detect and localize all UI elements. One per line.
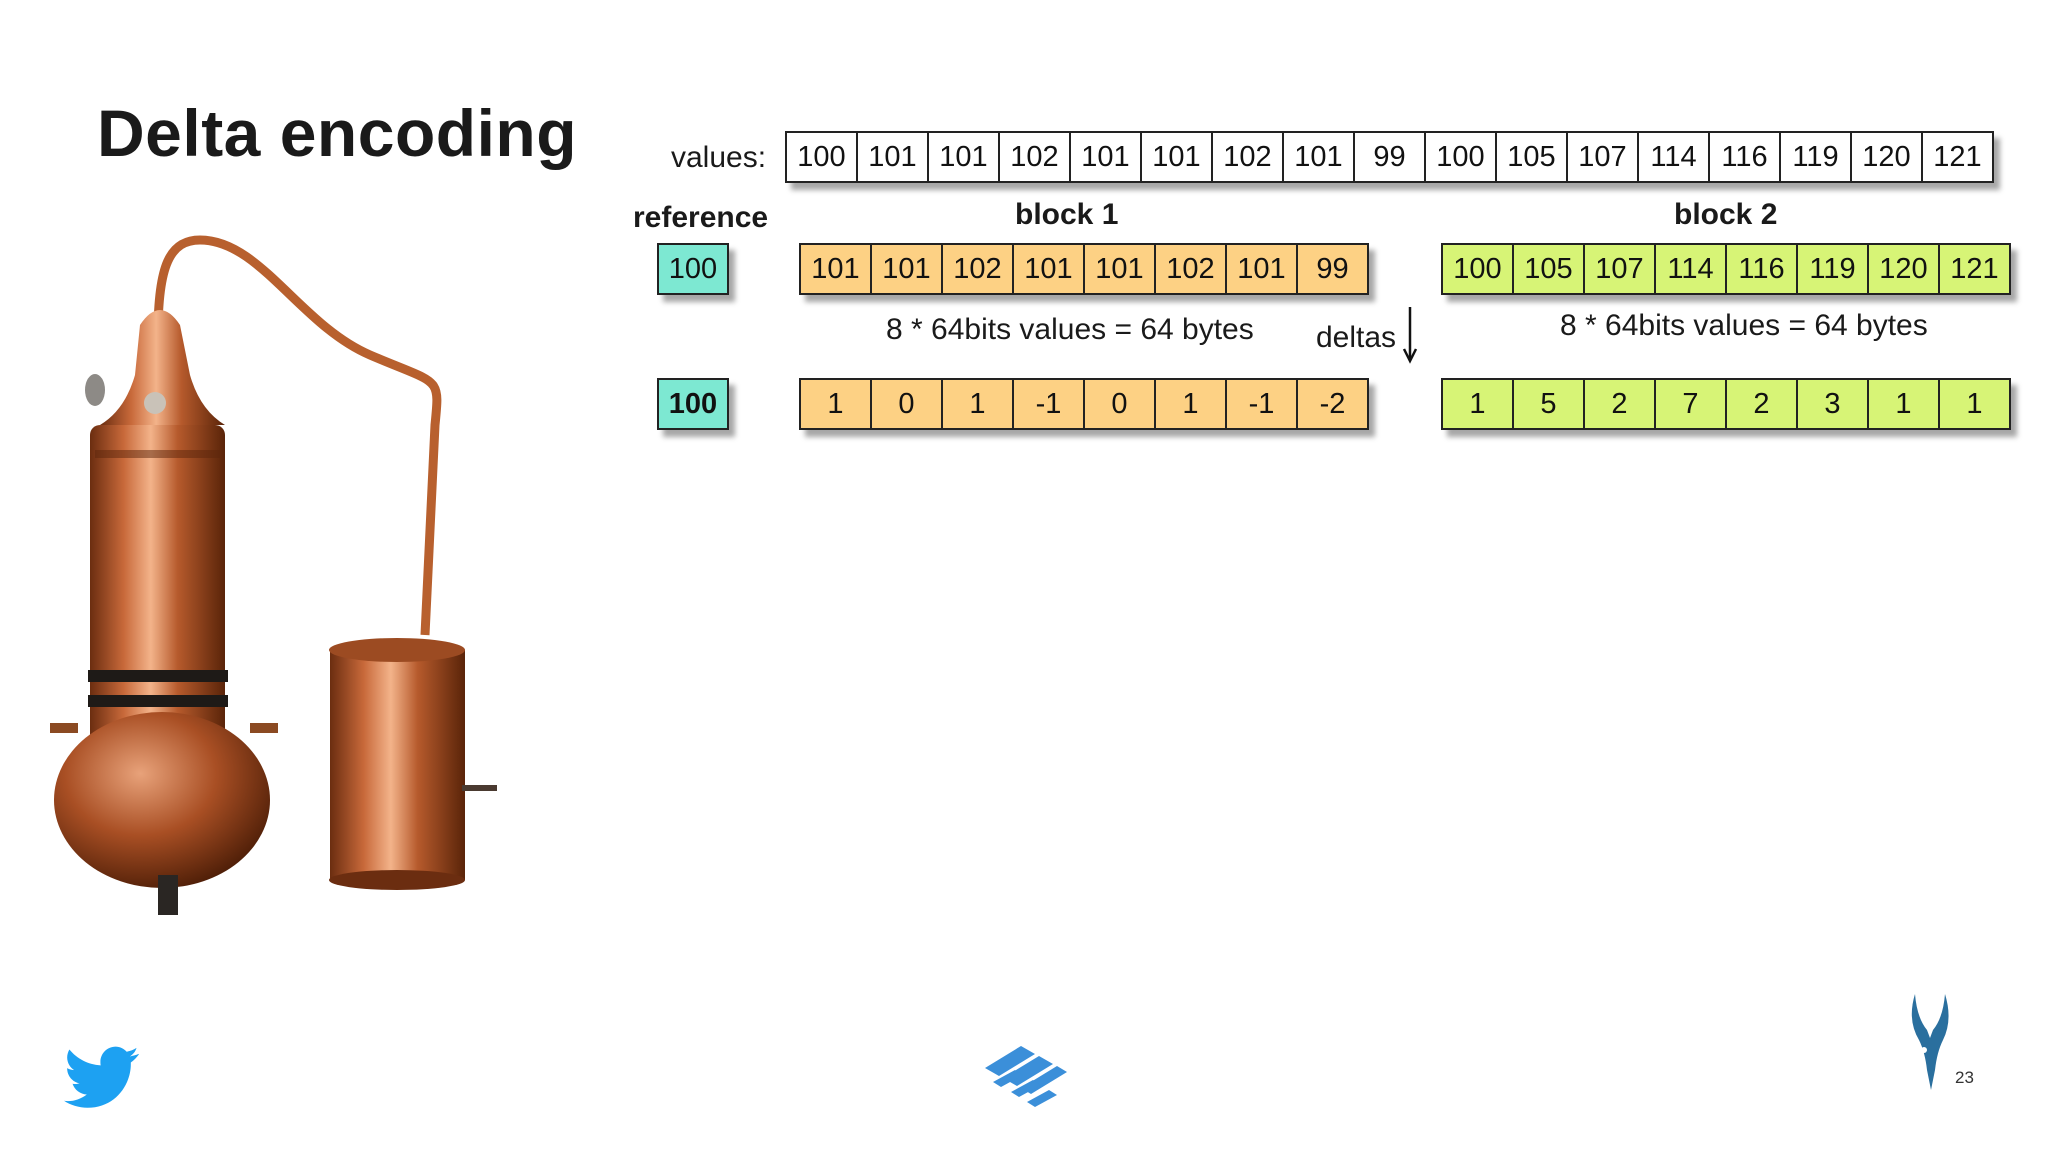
deltas-label: deltas [1316,321,1397,354]
values-label: values: [671,141,767,174]
reference-delta-value: 100 [657,378,729,430]
value-cell: 105 [1495,131,1568,183]
value-cell: 101 [1140,131,1213,183]
block1-value-cell: 101 [1225,243,1298,295]
value-cell: 100 [785,131,858,183]
value-cell: 102 [1211,131,1284,183]
slide-title: Delta encoding [97,96,578,170]
parquet-logo [985,1046,1067,1107]
block2-value-cell: 105 [1512,243,1585,295]
value-cell: 100 [1424,131,1497,183]
block1-label: block 1 [1015,198,1119,231]
block1-deltas-row: 1 0 1 -1 0 1 -1 -2 [799,378,1369,430]
reference-label: reference [633,201,769,234]
block1-values-row: 101 101 102 101 101 102 101 99 [799,243,1369,295]
block2-size-note: 8 * 64bits values = 64 bytes [1560,309,1928,342]
value-cell: 107 [1566,131,1639,183]
block2-value-cell: 100 [1441,243,1514,295]
block2-delta-cell: 3 [1796,378,1869,430]
block2-delta-cell: 1 [1938,378,2011,430]
block1-delta-cell: 0 [1083,378,1156,430]
block1-value-cell: 102 [941,243,1014,295]
twitter-icon [64,1046,139,1108]
block2-value-cell: 119 [1796,243,1869,295]
block2-label: block 2 [1674,198,1778,231]
block1-delta-cell: 1 [799,378,872,430]
block1-value-cell: 99 [1296,243,1369,295]
block2-deltas-row: 1 5 2 7 2 3 1 1 [1441,378,2011,430]
reference-value: 100 [657,243,729,295]
block2-value-cell: 114 [1654,243,1727,295]
gazelle-logo [1911,994,1949,1090]
block2-value-cell: 107 [1583,243,1656,295]
value-cell: 99 [1353,131,1426,183]
block1-value-cell: 101 [1083,243,1156,295]
value-cell: 121 [1921,131,1994,183]
block1-delta-cell: 0 [870,378,943,430]
down-arrow-icon [1402,307,1418,364]
block1-value-cell: 102 [1154,243,1227,295]
values-row: 100 101 101 102 101 101 102 101 99 100 1… [785,131,1994,183]
block1-value-cell: 101 [799,243,872,295]
copper-still-image [50,235,497,915]
block1-delta-cell: -2 [1296,378,1369,430]
block2-delta-cell: 1 [1441,378,1514,430]
value-cell: 101 [856,131,929,183]
value-cell: 119 [1779,131,1852,183]
block2-delta-cell: 1 [1867,378,1940,430]
page-number: 23 [1955,1068,1974,1087]
value-cell: 102 [998,131,1071,183]
block2-values-row: 100 105 107 114 116 119 120 121 [1441,243,2011,295]
value-cell: 101 [927,131,1000,183]
block1-delta-cell: -1 [1012,378,1085,430]
block1-delta-cell: 1 [941,378,1014,430]
value-cell: 101 [1069,131,1142,183]
block1-size-note: 8 * 64bits values = 64 bytes [886,313,1254,346]
block1-delta-cell: 1 [1154,378,1227,430]
block2-delta-cell: 2 [1583,378,1656,430]
block2-delta-cell: 7 [1654,378,1727,430]
value-cell: 116 [1708,131,1781,183]
value-cell: 114 [1637,131,1710,183]
block1-value-cell: 101 [1012,243,1085,295]
block2-delta-cell: 2 [1725,378,1798,430]
block2-delta-cell: 5 [1512,378,1585,430]
block2-value-cell: 120 [1867,243,1940,295]
block1-value-cell: 101 [870,243,943,295]
value-cell: 101 [1282,131,1355,183]
block2-value-cell: 121 [1938,243,2011,295]
value-cell: 120 [1850,131,1923,183]
block1-delta-cell: -1 [1225,378,1298,430]
block2-value-cell: 116 [1725,243,1798,295]
